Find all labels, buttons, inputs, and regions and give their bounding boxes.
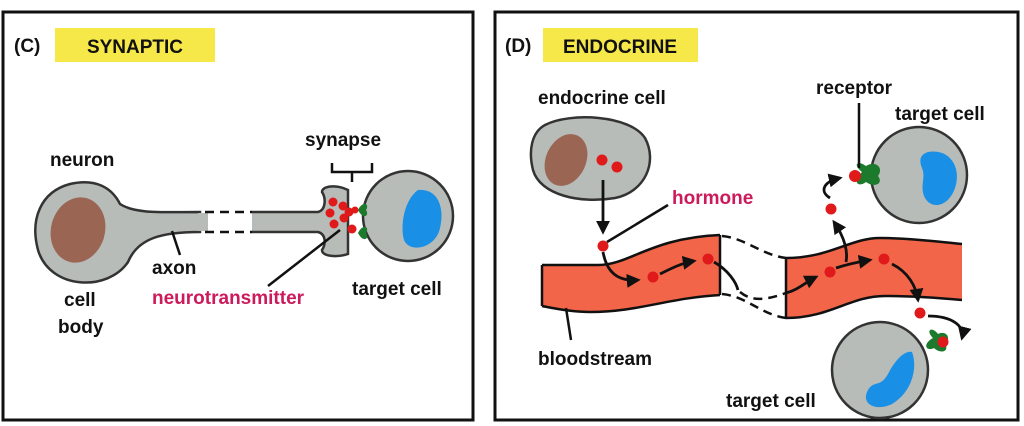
hormone-molecule xyxy=(597,240,609,252)
cell-body-label-line2: body xyxy=(58,317,104,338)
neuron-nucleus xyxy=(50,197,106,263)
hormone-molecule xyxy=(702,253,714,265)
neurotransmitter-molecule xyxy=(347,224,357,234)
bloodstream-gap-bottom xyxy=(721,292,787,320)
bloodstream-vessel-right xyxy=(786,238,962,318)
endocrine-cell-label: endocrine cell xyxy=(538,88,666,109)
endocrine-target-cell-top xyxy=(849,125,969,225)
endocrine-target-bottom-nucleus xyxy=(865,351,915,408)
hormone-molecule xyxy=(914,307,926,319)
flow-arrow xyxy=(891,262,924,303)
endocrine-target-top-nucleus xyxy=(920,151,957,206)
flow-arrow-dashed xyxy=(739,291,787,301)
bloodstream-right-top-edge xyxy=(785,236,963,260)
flow-arrow-to-receptor xyxy=(822,173,843,200)
receptor-label: receptor xyxy=(816,78,893,99)
synaptic-title-tag xyxy=(55,28,215,62)
neuron-label: neuron xyxy=(50,150,114,171)
neurotransmitter-molecules xyxy=(325,197,357,234)
bloodstream-label: bloodstream xyxy=(538,349,652,370)
neurotransmitter-label: neurotransmitter xyxy=(152,288,305,309)
synaptic-panel: (C) SYNAPTIC xyxy=(1,10,475,422)
endocrine-target-cell-top-label: target cell xyxy=(895,104,985,125)
synaptic-panel-letter: (C) xyxy=(14,36,40,57)
synaptic-target-cell-label: target cell xyxy=(352,279,442,300)
cell-body-label-line1: cell xyxy=(64,290,96,311)
synaptic-target-cell xyxy=(361,169,455,263)
hormone-pointer-line xyxy=(606,203,669,244)
bloodstream-right-bottom-edge xyxy=(785,294,963,320)
flow-arrow-tail xyxy=(713,260,740,291)
neurotransmitter-molecule xyxy=(328,197,338,207)
receptor-icon xyxy=(358,203,368,217)
hormone-molecule xyxy=(611,161,623,173)
bloodstream-pointer-line xyxy=(564,307,573,341)
neurotransmitter-molecule xyxy=(344,207,354,217)
synapse-label: synapse xyxy=(305,130,381,151)
bloodstream-vessel-left xyxy=(542,235,720,312)
hormone-molecule xyxy=(647,271,659,283)
neurotransmitter-molecule xyxy=(329,219,339,229)
endocrine-title: ENDOCRINE xyxy=(563,37,677,58)
endocrine-cell-nucleus xyxy=(544,134,588,186)
receptor-icon xyxy=(856,163,881,185)
flow-arrow xyxy=(835,254,873,270)
receptor-icon xyxy=(358,226,368,240)
flow-arrow xyxy=(601,251,641,288)
axon-segment-left-fill xyxy=(198,213,208,231)
endocrine-target-cell-bottom xyxy=(830,320,949,420)
bloodstream-left-bottom-edge xyxy=(541,293,721,314)
axon-pointer-line xyxy=(170,230,182,256)
endocrine-cell xyxy=(529,116,652,202)
endocrine-panel-letter: (D) xyxy=(505,36,531,57)
synaptic-title: SYNAPTIC xyxy=(87,37,183,58)
bloodstream-gap-top xyxy=(721,234,787,260)
bound-neurotransmitter xyxy=(351,206,359,214)
synaptic-receptors xyxy=(351,203,368,240)
endocrine-target-cell-bottom-label: target cell xyxy=(726,391,816,412)
neurotransmitter-molecule xyxy=(325,208,335,218)
neurotransmitter-molecule xyxy=(338,201,348,211)
endocrine-panel: (D) ENDOCRINE xyxy=(493,10,1020,422)
flow-arrow-to-receptor xyxy=(927,314,972,341)
bound-hormone xyxy=(937,336,949,348)
flow-arrow xyxy=(785,275,819,295)
neurotransmitter-molecule xyxy=(339,213,349,223)
axon-label: axon xyxy=(152,258,196,279)
hormone-label: hormone xyxy=(672,188,753,209)
hormone-molecule xyxy=(878,253,890,265)
flow-arrow-up xyxy=(832,219,848,263)
endocrine-target-cell-bottom-body xyxy=(830,320,930,420)
synaptic-target-nucleus xyxy=(402,189,442,248)
hormone-molecule xyxy=(825,203,837,215)
endocrine-title-tag xyxy=(543,28,698,62)
hormones-in-blood xyxy=(597,203,926,319)
hormone-molecule xyxy=(824,266,836,278)
hormone-molecule xyxy=(596,154,608,166)
bloodstream-left-top-edge xyxy=(542,233,721,267)
bound-hormone xyxy=(849,170,861,182)
flow-arrow xyxy=(659,255,697,276)
neurotransmitter-pointer-line xyxy=(267,229,341,287)
